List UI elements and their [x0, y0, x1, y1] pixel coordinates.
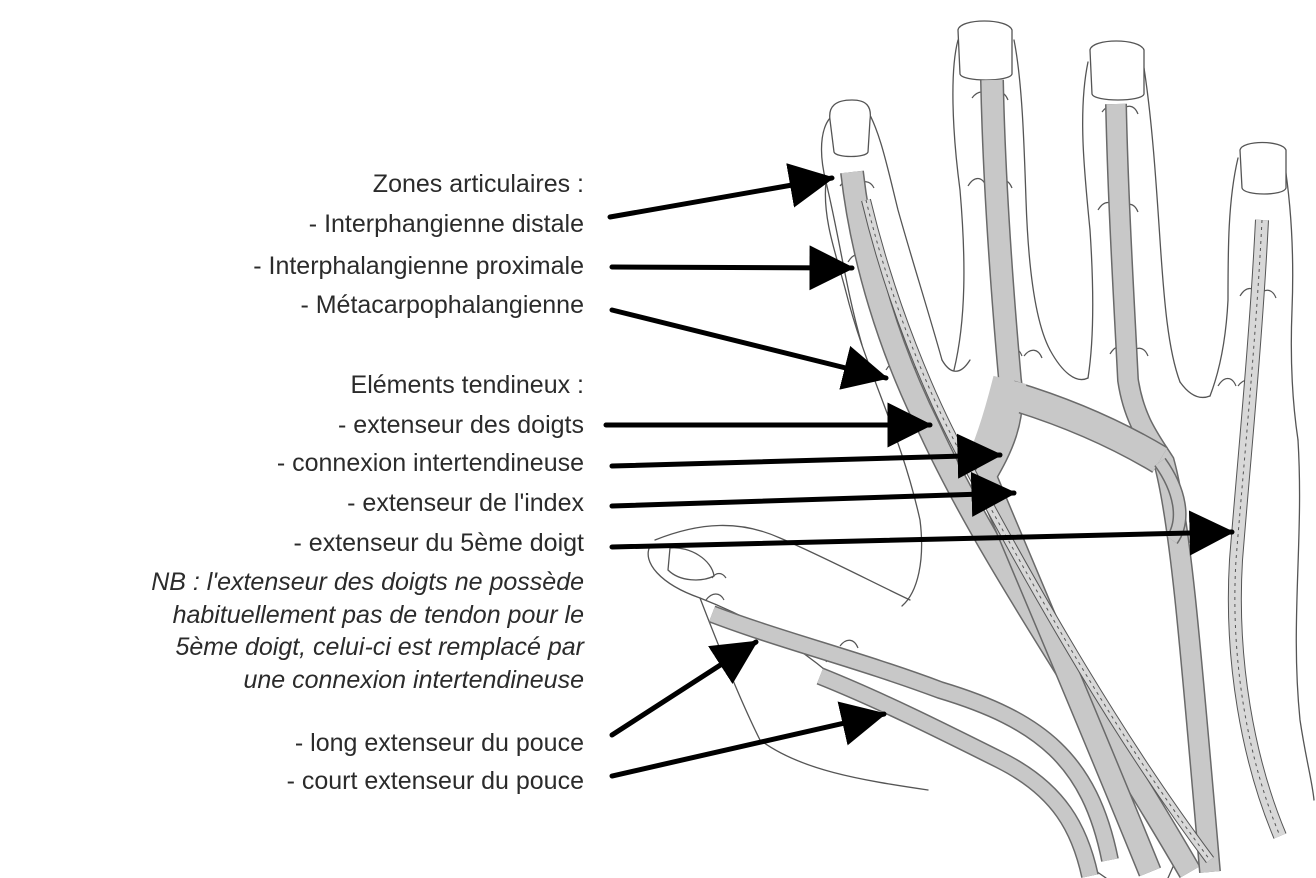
arrow-ipp [612, 267, 852, 268]
label-extensor-digiti-minimi: - extenseur du 5ème doigt [294, 528, 584, 558]
label-extensor-indicis: - extenseur de l'index [347, 488, 584, 518]
label-metacarpophalangeal: - Métacarpophalangienne [300, 290, 584, 320]
label-extensor-digitorum: - extenseur des doigts [338, 410, 584, 440]
arrow-mcp [612, 310, 886, 378]
nb-note-line: habituellement pas de tendon pour le [151, 599, 584, 632]
tendon-epb [820, 676, 1090, 876]
label-extensor-pollicis-longus: - long extenseur du pouce [295, 728, 584, 758]
tendons-heading: Eléments tendineux : [351, 370, 584, 400]
nb-note: NB : l'extenseur des doigts ne possède h… [151, 566, 584, 696]
extensor-digitorum-tendons [852, 80, 1210, 872]
arrow-ipd [610, 178, 832, 217]
label-interphalangeal-distal: - Interphangienne distale [309, 209, 584, 239]
label-interphalangeal-proximal: - Interphalangienne proximale [253, 251, 584, 281]
nb-note-line: une connexion intertendineuse [151, 664, 584, 697]
label-extensor-pollicis-brevis: - court extenseur du pouce [287, 766, 584, 796]
joints-heading: Zones articulaires : [373, 169, 584, 199]
nb-note-line: 5ème doigt, celui-ci est remplacé par [151, 631, 584, 664]
arrow-epl [612, 642, 756, 735]
extensor-indicis-tendon [866, 200, 1210, 860]
extensor-digiti-minimi-tendon [1235, 220, 1280, 836]
nb-note-line: NB : l'extenseur des doigts ne possède [151, 566, 584, 599]
arrow-epb [612, 714, 884, 776]
label-intertendinous-connection: - connexion intertendineuse [277, 448, 584, 478]
